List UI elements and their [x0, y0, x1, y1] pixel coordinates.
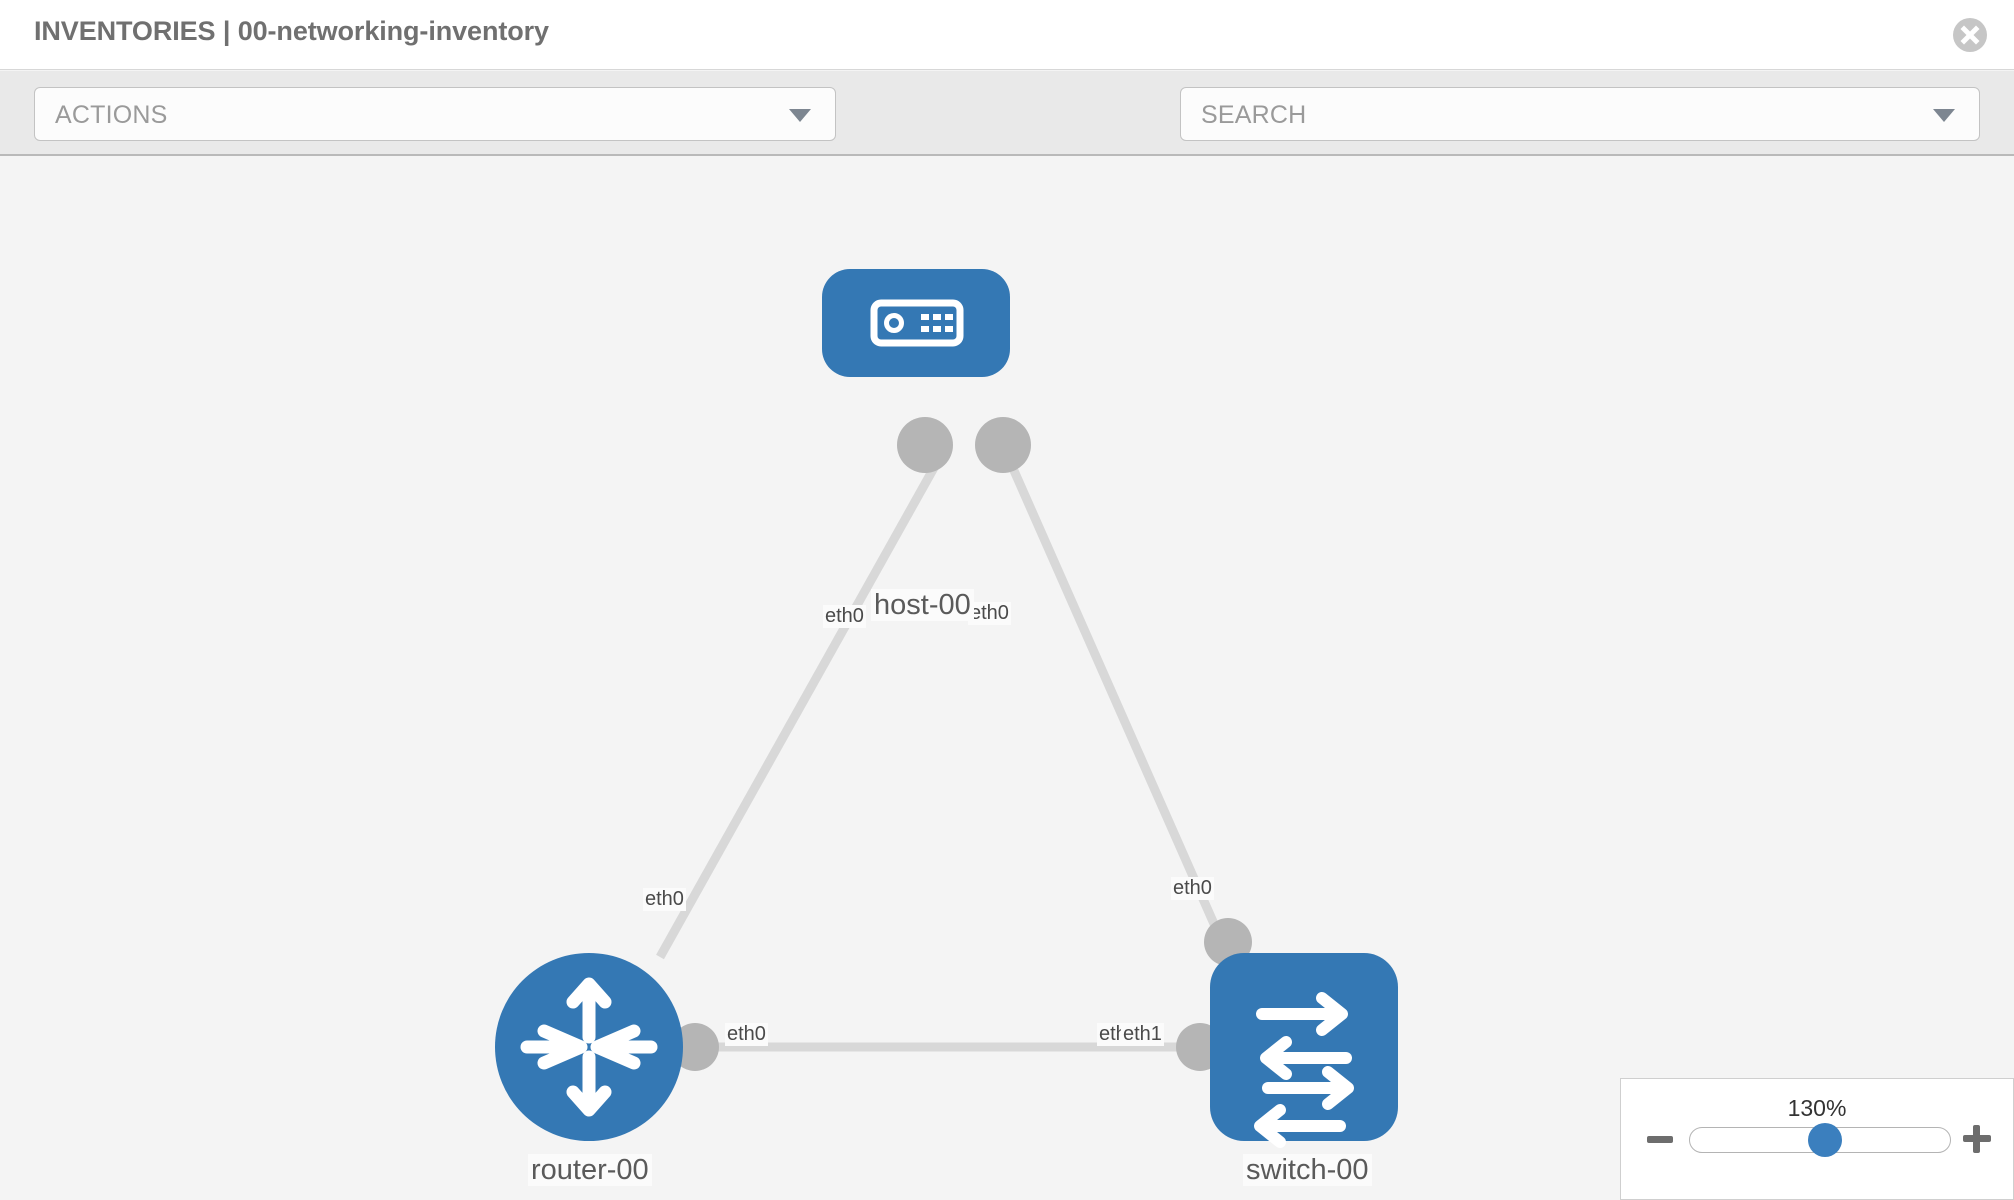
zoom-in-button[interactable]	[1963, 1125, 1991, 1153]
link-edges	[656, 454, 1227, 1052]
toolbar: ACTIONS SEARCH	[0, 71, 2014, 200]
page-header: INVENTORIES | 00-networking-inventory	[0, 0, 2014, 70]
topology-canvas[interactable]: eth0 eth0 eth0 eth0 eth0 eth0 eth1 host-…	[0, 157, 2014, 1200]
interface-label: eth1	[1121, 1023, 1164, 1046]
link-host00-router00	[656, 454, 944, 960]
interface-connectors	[671, 417, 1252, 1071]
interface-label: eth0	[1171, 877, 1214, 900]
interface-label: eth0	[823, 605, 866, 628]
zoom-control-panel: 130%	[1620, 1078, 2014, 1200]
zoom-level-label: 130%	[1787, 1095, 1847, 1121]
zoom-out-button[interactable]	[1647, 1136, 1673, 1143]
search-placeholder: SEARCH	[1201, 101, 1307, 129]
link-host00-switch00	[1003, 455, 1227, 944]
actions-dropdown-label: ACTIONS	[55, 101, 168, 129]
actions-dropdown[interactable]: ACTIONS	[34, 87, 836, 141]
chevron-down-icon[interactable]	[1933, 109, 1955, 122]
interface-label: eth0	[643, 888, 686, 911]
node-label-host-00: host-00	[871, 589, 974, 622]
node-host-00[interactable]	[822, 269, 1010, 377]
node-label-router-00: router-00	[528, 1154, 652, 1187]
node-label-switch-00: switch-00	[1243, 1154, 1372, 1187]
router-arrows-icon	[520, 977, 658, 1117]
close-button[interactable]	[1953, 18, 1987, 52]
connector-host00-left	[897, 417, 953, 473]
interface-label: eth0	[968, 602, 1011, 625]
page-title: INVENTORIES | 00-networking-inventory	[34, 16, 549, 46]
connector-router00-right	[671, 1023, 719, 1071]
interface-label: eth0	[725, 1023, 768, 1046]
zoom-slider[interactable]	[1689, 1123, 1951, 1157]
topology-graph	[495, 269, 1398, 1148]
close-icon	[1960, 25, 1980, 45]
server-icon	[870, 299, 964, 347]
switch-arrows-icon	[1254, 992, 1354, 1148]
zoom-slider-thumb[interactable]	[1808, 1123, 1842, 1157]
search-input[interactable]: SEARCH	[1180, 87, 1980, 141]
connector-host00-right	[975, 417, 1031, 473]
chevron-down-icon	[789, 109, 811, 122]
node-router-00[interactable]	[495, 953, 683, 1141]
node-switch-00[interactable]	[1210, 953, 1398, 1148]
